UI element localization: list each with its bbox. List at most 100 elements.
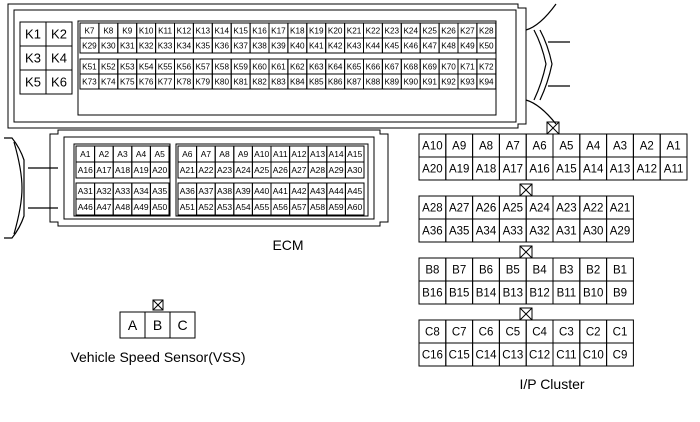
pin-label: K22 bbox=[366, 26, 381, 35]
pin-k71: K71 bbox=[457, 58, 478, 75]
pin-cell bbox=[606, 342, 634, 367]
pin-label: K78 bbox=[177, 77, 192, 86]
pin-label: A13 bbox=[310, 149, 325, 159]
pin-label: K46 bbox=[403, 41, 418, 50]
pin-k83: K83 bbox=[268, 73, 289, 90]
ip-pin-a18: A18 bbox=[472, 156, 500, 181]
ecm-right-pin-block bbox=[175, 143, 369, 217]
ecm-pin-a13: A13 bbox=[307, 145, 328, 163]
pin-k82: K82 bbox=[249, 73, 270, 90]
pin-k22: K22 bbox=[363, 22, 383, 39]
pin-label: A3 bbox=[117, 149, 128, 159]
pin-label: A56 bbox=[273, 202, 288, 212]
pin-label: A2 bbox=[99, 149, 110, 159]
ecm-pin-a18: A18 bbox=[112, 161, 133, 179]
pin-label: K60 bbox=[252, 62, 267, 71]
ecm-pin-a51: A51 bbox=[177, 198, 198, 216]
pin-label: A7 bbox=[201, 149, 212, 159]
ecm-pin-a14: A14 bbox=[326, 145, 346, 163]
pin-label: C1 bbox=[613, 327, 628, 339]
pin-label: K19 bbox=[309, 26, 324, 35]
pin-label: C7 bbox=[452, 327, 467, 339]
ecm-pin-a35: A35 bbox=[149, 182, 170, 200]
pin-label: K80 bbox=[214, 77, 229, 86]
ecm-pin-a33: A33 bbox=[112, 182, 133, 200]
pin-k92: K92 bbox=[438, 73, 459, 90]
upper-connector-inner-frame bbox=[13, 9, 517, 123]
ecm-pin-a15: A15 bbox=[344, 145, 365, 163]
pin-k10: K10 bbox=[136, 22, 157, 39]
pin-label: B6 bbox=[479, 265, 493, 277]
pin-label: A1 bbox=[667, 141, 681, 153]
pin-k53: K53 bbox=[117, 58, 138, 75]
pin-label: K87 bbox=[347, 77, 362, 86]
pin-k58: K58 bbox=[211, 58, 232, 75]
pin-label: K17 bbox=[271, 26, 286, 35]
pin-label: K20 bbox=[328, 26, 343, 35]
ecm-pin-a3: A3 bbox=[112, 145, 133, 163]
ecm-pin-a30: A30 bbox=[344, 161, 365, 179]
vss-pin-b: B bbox=[144, 311, 171, 339]
ecm-pin-a45: A45 bbox=[344, 182, 365, 200]
ip-pin-c14: C14 bbox=[472, 342, 500, 367]
pin-label: C10 bbox=[583, 350, 604, 362]
pin-label: K28 bbox=[479, 26, 494, 35]
pin-label: K85 bbox=[309, 77, 324, 86]
pin-label: A44 bbox=[329, 186, 344, 196]
pin-k15: K15 bbox=[230, 22, 251, 39]
pin-label: A19 bbox=[134, 165, 149, 175]
pin-label: C4 bbox=[532, 327, 547, 339]
pin-label: A31 bbox=[78, 186, 93, 196]
pin-label: A31 bbox=[556, 226, 576, 238]
ecm-pin-a39: A39 bbox=[233, 182, 253, 200]
pin-label: K11 bbox=[158, 26, 172, 35]
ip-pin-c8: C8 bbox=[418, 319, 447, 344]
pin-k13: K13 bbox=[192, 22, 213, 39]
ip-pin-a32: A32 bbox=[525, 218, 554, 243]
ecm-pin-a24: A24 bbox=[233, 161, 253, 179]
pin-label: A16 bbox=[78, 165, 93, 175]
ecm-pin-a27: A27 bbox=[289, 161, 309, 179]
pin-cell bbox=[149, 161, 170, 179]
pin-label: K82 bbox=[252, 77, 267, 86]
pin-label: K89 bbox=[385, 77, 400, 86]
pin-label: A26 bbox=[476, 203, 496, 215]
pin-k32: K32 bbox=[136, 37, 157, 54]
ip-pin-a12: A12 bbox=[632, 156, 661, 181]
ip-pin-a27: A27 bbox=[445, 195, 474, 220]
pin-label: K67 bbox=[385, 62, 400, 71]
ecm-pin-a58: A58 bbox=[307, 198, 328, 216]
ip-pin-c11: C11 bbox=[552, 342, 581, 367]
pin-label: A52 bbox=[198, 202, 213, 212]
pin-k9: K9 bbox=[117, 22, 138, 39]
ip-pin-a7: A7 bbox=[498, 133, 527, 158]
pin-label: A24 bbox=[236, 165, 251, 175]
pin-label: B16 bbox=[422, 288, 442, 300]
ip-pin-a30: A30 bbox=[579, 218, 608, 243]
pin-label: K49 bbox=[460, 41, 475, 50]
pin-label: B14 bbox=[476, 288, 497, 300]
pin-label: A30 bbox=[347, 165, 362, 175]
ip-pin-a9: A9 bbox=[445, 133, 474, 158]
pin-cell bbox=[606, 218, 634, 243]
pin-label: K52 bbox=[101, 62, 116, 71]
pin-label: K40 bbox=[290, 41, 305, 50]
pin-label: A11 bbox=[273, 149, 288, 159]
pin-label: A11 bbox=[664, 164, 684, 176]
ip-pin-a15: A15 bbox=[552, 156, 581, 181]
ip-pin-a34: A34 bbox=[472, 218, 500, 243]
pin-label: A48 bbox=[115, 202, 130, 212]
upper-connector-housing bbox=[7, 3, 527, 129]
pin-label: K2 bbox=[51, 27, 67, 42]
pin-k42: K42 bbox=[325, 37, 346, 54]
ip-pin-a26: A26 bbox=[472, 195, 500, 220]
pin-label: K94 bbox=[479, 77, 494, 86]
pin-label: A30 bbox=[583, 226, 603, 238]
pin-label: K56 bbox=[177, 62, 192, 71]
pin-label: A34 bbox=[476, 226, 497, 238]
ip-pin-a24: A24 bbox=[525, 195, 554, 220]
pin-k62: K62 bbox=[287, 58, 308, 75]
pin-label: A2 bbox=[640, 141, 654, 153]
